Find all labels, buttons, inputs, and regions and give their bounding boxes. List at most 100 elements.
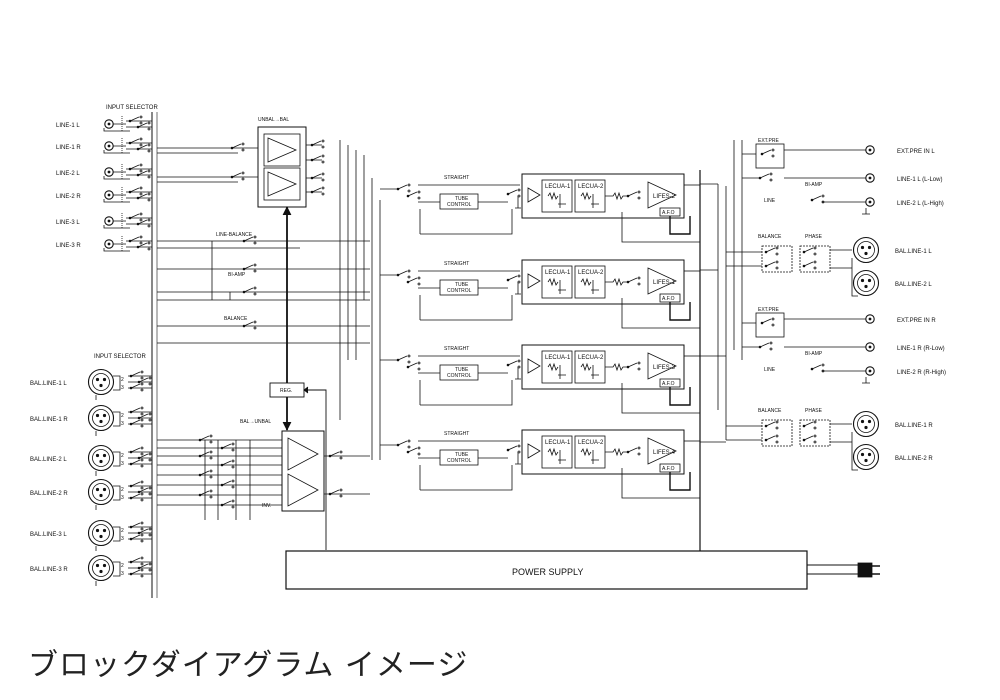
output-label: BAL.LINE-2 R: [895, 456, 933, 462]
lecua1-label: LECUA-1: [545, 270, 571, 276]
afo-label: A.F.O: [662, 296, 675, 302]
tube-control-label: CONTROL: [447, 202, 472, 208]
lecua1-block: [541, 265, 573, 299]
rca-input-label: LINE-1 L: [56, 123, 80, 129]
balance-label: BALANCE: [758, 408, 782, 414]
rca-input-label: LINE-3 R: [56, 243, 81, 249]
tube-control-block: [439, 279, 479, 296]
svg-text:2: 2: [121, 413, 124, 419]
lecua1-label: LECUA-1: [545, 355, 571, 361]
lecua2-label: LECUA-2: [578, 440, 604, 446]
phase-label: PHASE: [805, 234, 823, 240]
bal-to-unbal-block: [281, 430, 325, 512]
power-plug-icon: [857, 562, 880, 578]
lifes-amp-icon: [647, 181, 677, 209]
rca-output-jack-icon: [865, 173, 875, 183]
xlr-jack-icon: [87, 368, 115, 396]
xlr-input-label: BAL.LINE-2 L: [30, 457, 67, 463]
output-label: BAL.LINE-2 L: [895, 282, 932, 288]
lecua1-block: [541, 435, 573, 469]
svg-text:2: 2: [121, 487, 124, 493]
rca-input-label: LINE-3 L: [56, 220, 80, 226]
xlr-output-jack-icon: [852, 443, 880, 471]
rca-output-jack-icon: [865, 342, 875, 352]
rca-input-label: LINE-2 L: [56, 171, 80, 177]
output-label: LINE-2 R (R-High): [897, 370, 946, 376]
balance-left-label: BALANCE: [224, 316, 248, 322]
lecua1-label: LECUA-1: [545, 184, 571, 190]
tube-control-label: TUBE: [455, 282, 469, 288]
rca-jack-icon: [104, 141, 114, 151]
tube-control-label: TUBE: [455, 196, 469, 202]
phase-label: PHASE: [805, 408, 823, 414]
lecua2-label: LECUA-2: [578, 270, 604, 276]
lifes-amp-icon: [647, 267, 677, 295]
lifes-label: LIFES-3: [653, 365, 676, 371]
balance-label: BALANCE: [758, 234, 782, 240]
xlr-input-label: BAL.LINE-2 R: [30, 491, 68, 497]
output-group: EXT.PRE LINE BI-AMP EXT.PRE IN L LINE-1 L (L…: [726, 138, 946, 471]
input-selector-bottom-label: INPUT SELECTOR: [94, 354, 146, 360]
rca-jack-icon: [104, 119, 114, 129]
output-label: LINE-2 L (L-High): [897, 201, 944, 207]
output-label: EXT.PRE IN L: [897, 149, 935, 155]
afo-label: A.F.O: [662, 466, 675, 472]
lecua1-block: [541, 179, 573, 213]
lifes-amp-icon: [647, 437, 677, 465]
lifes-label: LIFES-4: [653, 450, 676, 456]
power-supply-label: POWER SUPPLY: [512, 567, 583, 577]
line-balance-label: LINE-BALANCE: [216, 232, 253, 238]
svg-text:2: 2: [121, 563, 124, 569]
xlr-input-label: BAL.LINE-3 R: [30, 567, 68, 573]
tube-control-block: [439, 193, 479, 210]
ext-pre-label: EXT.PRE: [758, 138, 780, 144]
rca-output-jack-icon: [865, 145, 875, 155]
lecua1-block: [541, 350, 573, 384]
rca-output-jack-icon: [865, 366, 875, 376]
rca-jack-icon: [104, 190, 114, 200]
biamp-left-label: BI-AMP: [228, 272, 246, 278]
output-label: EXT.PRE IN R: [897, 318, 936, 324]
lifes-label: LIFES-2: [653, 194, 676, 200]
rca-input-label: LINE-2 R: [56, 194, 81, 200]
tube-control-label: TUBE: [455, 367, 469, 373]
biamp-label: BI-AMP: [805, 182, 823, 188]
xlr-jack-icon: [87, 519, 115, 547]
svg-text:3: 3: [121, 385, 124, 391]
xlr-input-label: BAL.LINE-1 R: [30, 417, 68, 423]
xlr-jack-icon: [87, 444, 115, 472]
tube-control-block: [439, 364, 479, 381]
inv-label: INV.: [262, 503, 271, 509]
rca-jack-icon: [104, 167, 114, 177]
xlr-jack-icon: [87, 478, 115, 506]
lifes-label: LIFES-1: [653, 280, 676, 286]
output-label: LINE-1 L (L-Low): [897, 177, 942, 183]
rca-output-jack-icon: [865, 314, 875, 324]
rca-jack-icon: [104, 239, 114, 249]
output-label: BAL.LINE-1 L: [895, 249, 932, 255]
lifes-module-block: [521, 173, 685, 219]
xlr-jack-icon: [87, 554, 115, 582]
bal-to-unbal-label: BAL→UNBAL: [240, 419, 271, 425]
svg-text:3: 3: [121, 421, 124, 427]
afo-label: A.F.O: [662, 381, 675, 387]
line-label: LINE: [764, 367, 776, 373]
svg-text:3: 3: [121, 495, 124, 501]
line-label: LINE: [764, 198, 776, 204]
svg-text:2: 2: [121, 453, 124, 459]
reg-label: REG.: [280, 388, 292, 394]
lifes-module-block: [521, 259, 685, 305]
ext-pre-label: EXT.PRE: [758, 307, 780, 313]
straight-label: STRAIGHT: [444, 175, 469, 181]
xlr-jack-icon: [87, 404, 115, 432]
svg-text:3: 3: [121, 536, 124, 542]
rca-jack-icon: [104, 216, 114, 226]
tube-control-block: [439, 449, 479, 466]
